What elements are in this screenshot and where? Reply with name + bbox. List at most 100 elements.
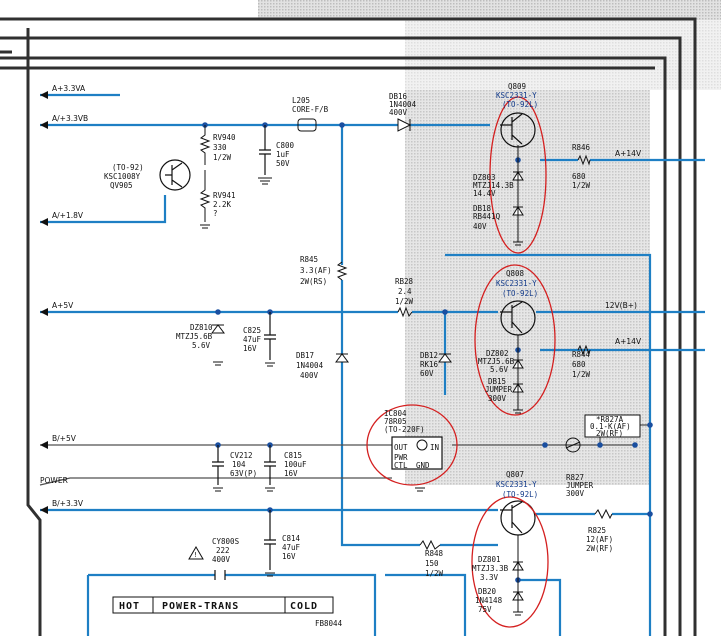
db15-ref: DB15 bbox=[488, 377, 506, 386]
net-a33vb: A/+3.3VB bbox=[52, 114, 88, 123]
dz810-volt: 5.6V bbox=[192, 341, 211, 350]
ic804-ref: IC804 bbox=[384, 409, 407, 418]
highlight-ellipses bbox=[366, 96, 556, 628]
db16-ref: DB16 bbox=[389, 92, 408, 101]
ic804-body bbox=[391, 436, 443, 470]
dz801-part: MTZJ3.3B bbox=[472, 564, 509, 573]
ic804-pkg: (TO-220F) bbox=[384, 425, 425, 434]
net-a33va: A+3.3VA bbox=[52, 84, 86, 93]
ic804-pin-pwr: PWR bbox=[394, 453, 408, 462]
r827-part: JUMPER bbox=[566, 481, 594, 490]
q807-part: KSC2331-Y bbox=[496, 480, 537, 489]
hot-label: HOT bbox=[119, 601, 140, 612]
transistor-symbols bbox=[159, 112, 536, 536]
ic804-pin-ctl: CTL bbox=[394, 461, 408, 470]
dz803-volt: 14.4V bbox=[473, 189, 496, 198]
net-arrows bbox=[40, 91, 48, 514]
resistor-symbols bbox=[199, 125, 613, 551]
r825-w: 2W(RF) bbox=[586, 544, 613, 553]
qv905-ref: QV905 bbox=[110, 181, 133, 190]
dz801-volt: 3.3V bbox=[480, 573, 499, 582]
r827a-box bbox=[584, 414, 641, 438]
inductor-l205 bbox=[297, 118, 317, 132]
r844-ref: R844 bbox=[572, 350, 591, 359]
q807-ref: Q807 bbox=[506, 470, 524, 479]
r825-val: 12(AF) bbox=[586, 535, 613, 544]
qv905-pkg: (TO-92) bbox=[112, 163, 144, 172]
r846-ref: R846 bbox=[572, 143, 591, 152]
rv941-mark: ? bbox=[213, 209, 218, 218]
r846-val: 680 bbox=[572, 172, 586, 181]
c814-volt: 16V bbox=[282, 552, 296, 561]
ic804-part: 78R05 bbox=[384, 417, 407, 426]
rv941-val: 2.2K bbox=[213, 200, 232, 209]
l205-ref: L205 bbox=[292, 96, 310, 105]
db20-volt: 75V bbox=[478, 605, 492, 614]
ic804-pin-out: OUT bbox=[394, 443, 408, 452]
db12-volt: 60V bbox=[420, 369, 434, 378]
r827a-val: 0.1-K(AF) bbox=[590, 422, 631, 431]
dz810-ref: DZ810 bbox=[190, 323, 213, 332]
q808-part: KSC2331-Y bbox=[496, 279, 537, 288]
outer-frame-lines bbox=[0, 17, 697, 636]
r844-val: 680 bbox=[572, 360, 586, 369]
cy800s-val: 222 bbox=[216, 546, 230, 555]
l205-type: CORE-F/B bbox=[292, 105, 329, 114]
net-a5v: A+5V bbox=[52, 301, 74, 310]
cy800s-volt: 400V bbox=[212, 555, 231, 564]
db12-part: RK16 bbox=[420, 360, 439, 369]
q807-pkg: (TO-92L) bbox=[502, 490, 538, 499]
net-a14v-mid: A+14V bbox=[615, 337, 642, 346]
warning-icon: ! bbox=[188, 546, 204, 560]
ic804-pin-gnd: GND bbox=[416, 461, 430, 470]
db17-part: 1N4004 bbox=[296, 361, 324, 370]
rb28-w: 1/2W bbox=[395, 297, 414, 306]
cv212-ref: CV212 bbox=[230, 451, 253, 460]
net-b33v: B/+3.3V bbox=[52, 499, 84, 508]
q808-ref: Q808 bbox=[506, 269, 525, 278]
c825-volt: 16V bbox=[243, 344, 257, 353]
rv940-w: 1/2W bbox=[213, 153, 232, 162]
rv940-val: 330 bbox=[213, 143, 227, 152]
db17-volt: 400V bbox=[300, 371, 319, 380]
dz801-ref: DZ801 bbox=[478, 555, 501, 564]
c814-ref: C814 bbox=[282, 534, 301, 543]
net-labels: A+3.3VA A/+3.3VB A/+1.8V A+5V B/+5V POWE… bbox=[40, 84, 642, 508]
svg-text:!: ! bbox=[194, 551, 197, 559]
r845-ref: R845 bbox=[300, 255, 318, 264]
r845-w: 2W(RS) bbox=[300, 277, 327, 286]
db20-ref: DB20 bbox=[478, 587, 497, 596]
net-12v-b: 12V(B+) bbox=[605, 301, 637, 310]
q808-pkg: (TO-92L) bbox=[502, 289, 538, 298]
dz802-volt: 5.6V bbox=[490, 365, 509, 374]
ic804-pin-in: IN bbox=[430, 443, 439, 452]
db18-ref: DB18 bbox=[473, 204, 492, 213]
db18-volt: 40V bbox=[473, 222, 487, 231]
cold-label: COLD bbox=[290, 601, 318, 612]
db12-ref: DB12 bbox=[420, 351, 438, 360]
dz802-part: MTZJ5.6B bbox=[478, 357, 515, 366]
rv941-ref: RV941 bbox=[213, 191, 236, 200]
c800-volt: 50V bbox=[276, 159, 290, 168]
c815-volt: 16V bbox=[284, 469, 298, 478]
cy800s-ref: CY800S bbox=[212, 537, 240, 546]
c825-ref: C825 bbox=[243, 326, 261, 335]
q809-pkg: (TO-92L) bbox=[502, 100, 538, 109]
qv905-part: KSC1008Y bbox=[104, 172, 141, 181]
dz803-ref: DZ803 bbox=[473, 173, 496, 182]
r827-thermistor bbox=[565, 437, 581, 453]
net-a18v: A/+1.8V bbox=[52, 211, 84, 220]
cv212-val: 104 bbox=[232, 460, 246, 469]
power-trans-label: POWER-TRANS bbox=[162, 601, 239, 612]
c825-val: 47uF bbox=[243, 335, 262, 344]
dz803-part: MTZJ14.3B bbox=[473, 181, 514, 190]
r848-val: 150 bbox=[425, 559, 439, 568]
c815-val: 100uF bbox=[284, 460, 307, 469]
db16-part: 1N4004 bbox=[389, 100, 417, 109]
r848-ref: R848 bbox=[425, 549, 444, 558]
r844-w: 1/2W bbox=[572, 370, 591, 379]
q809-ref: Q809 bbox=[508, 82, 526, 91]
net-b5v: B/+5V bbox=[52, 434, 77, 443]
c814-val: 47uF bbox=[282, 543, 301, 552]
cv212-volt: 63V(P) bbox=[230, 469, 257, 478]
